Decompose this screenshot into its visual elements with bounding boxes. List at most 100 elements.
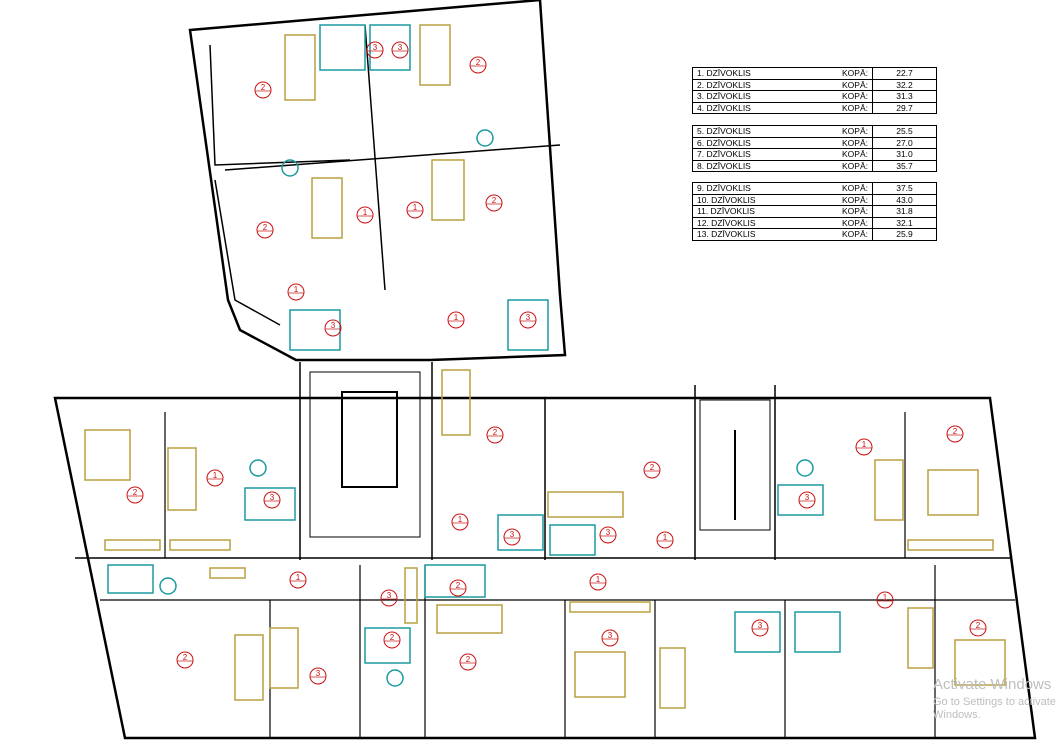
room-marker-number: 2 (976, 621, 981, 630)
room-marker-circle (176, 651, 194, 669)
room-marker-number: 1 (883, 593, 888, 602)
room-marker: 2 (469, 56, 487, 74)
room-marker-number: 2 (133, 488, 138, 497)
room-marker: 1 (356, 206, 374, 224)
room-marker-number: 1 (596, 575, 601, 584)
room-marker: 1 (289, 571, 307, 589)
sanitary-fixtures (107, 24, 841, 687)
room-marker-circle (798, 491, 816, 509)
room-marker-number: 3 (270, 493, 275, 502)
room-marker-number: 3 (387, 591, 392, 600)
activation-watermark: Activate Windows Go to Settings to activ… (933, 676, 1058, 722)
walls (53, 0, 1037, 740)
upper-block-inner-walls (209, 44, 351, 166)
apartment-name: 13. DZĪVOKLIS (692, 228, 824, 241)
room-marker-number: 2 (261, 83, 266, 92)
total-label: KOPĀ: (824, 137, 873, 149)
apartment-name: 1. DZĪVOKLIS (692, 67, 824, 80)
room-marker-number: 2 (492, 196, 497, 205)
room-marker: 1 (855, 438, 873, 456)
total-label: KOPĀ: (824, 102, 873, 114)
room-marker: 1 (287, 283, 305, 301)
total-area: 31.3 (872, 90, 937, 103)
room-marker-circle (969, 619, 987, 637)
stair-left (309, 371, 421, 538)
room-marker-circle (589, 573, 607, 591)
total-area: 31.0 (872, 148, 937, 161)
stairwells (309, 371, 771, 538)
room-marker: 2 (254, 81, 272, 99)
apartment-name: 5. DZĪVOKLIS (692, 125, 824, 138)
room-marker: 1 (656, 531, 674, 549)
room-marker-circle (309, 667, 327, 685)
total-label: KOPĀ: (824, 160, 873, 172)
activation-watermark-title: Activate Windows (933, 676, 1052, 693)
room-marker: 3 (503, 528, 521, 546)
room-marker-circle (383, 631, 401, 649)
room-marker-number: 3 (758, 621, 763, 630)
room-marker-circle (486, 426, 504, 444)
room-marker-number: 1 (213, 471, 218, 480)
room-marker: 1 (406, 201, 424, 219)
total-label: KOPĀ: (824, 205, 873, 218)
room-marker-circle (254, 81, 272, 99)
total-area: 35.7 (872, 160, 937, 172)
total-label: KOPĀ: (824, 125, 873, 138)
room-marker: 1 (206, 469, 224, 487)
room-marker-number: 3 (373, 43, 378, 52)
room-marker-number: 1 (413, 203, 418, 212)
room-marker-number: 1 (294, 285, 299, 294)
stair-right (699, 399, 771, 531)
room-marker-number: 2 (263, 223, 268, 232)
room-marker-number: 1 (454, 313, 459, 322)
room-marker-number: 1 (363, 208, 368, 217)
total-area: 32.1 (872, 217, 937, 229)
room-marker-circle (256, 221, 274, 239)
room-marker-number: 2 (456, 581, 461, 590)
lower-block-outline (53, 396, 1037, 740)
room-marker-number: 2 (650, 463, 655, 472)
total-label: KOPĀ: (824, 79, 873, 91)
total-area: 29.7 (872, 102, 937, 114)
room-marker-circle (656, 531, 674, 549)
total-area: 25.9 (872, 228, 937, 241)
apartment-name: 4. DZĪVOKLIS (692, 102, 824, 114)
room-marker: 2 (459, 653, 477, 671)
room-marker-circle (263, 491, 281, 509)
room-marker-circle (324, 319, 342, 337)
room-marker: 2 (383, 631, 401, 649)
apartment-name: 11. DZĪVOKLIS (692, 205, 824, 218)
room-marker-number: 2 (476, 58, 481, 67)
room-marker-circle (751, 619, 769, 637)
room-marker: 3 (798, 491, 816, 509)
room-marker: 2 (969, 619, 987, 637)
room-marker-circle (601, 629, 619, 647)
room-marker-circle (206, 469, 224, 487)
upper-block-outline (188, 0, 567, 362)
room-marker: 3 (366, 41, 384, 59)
room-marker: 3 (263, 491, 281, 509)
room-marker: 1 (876, 591, 894, 609)
room-marker-circle (519, 311, 537, 329)
total-area: 32.2 (872, 79, 937, 91)
room-marker-number: 3 (526, 313, 531, 322)
activation-watermark-subtitle: Go to Settings to activate Windows. (933, 696, 1056, 721)
room-marker-number: 1 (663, 533, 668, 542)
room-marker: 2 (643, 461, 661, 479)
room-marker: 3 (309, 667, 327, 685)
room-marker-circle (946, 425, 964, 443)
room-marker: 2 (485, 194, 503, 212)
room-marker-circle (391, 41, 409, 59)
room-marker-number: 1 (458, 515, 463, 524)
room-marker-number: 3 (510, 530, 515, 539)
room-marker-circle (855, 438, 873, 456)
